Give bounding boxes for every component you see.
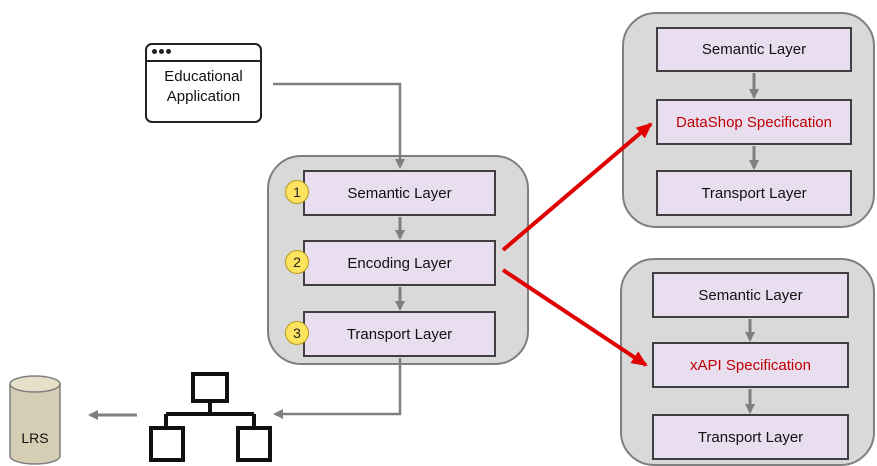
educational-application-label: Educational Application [164,68,243,105]
window-dot [159,49,164,54]
xapi-transport-layer-label: Transport Layer [697,428,804,446]
center-transport-layer-box: Transport Layer [303,311,496,357]
datashop-specification-label: DataShop Specification [676,113,832,131]
center-transport-layer-label: Transport Layer [346,325,453,343]
center-semantic-layer-label: Semantic Layer [347,184,452,202]
step-badge-1-number: 1 [293,184,301,200]
center-semantic-layer-box: Semantic Layer [303,170,496,216]
app-to-semantic-connector [273,82,405,169]
step-badge-2: 2 [285,250,309,274]
xapi-specification-label: xAPI Specification [690,356,811,374]
datashop-semantic-layer-box: Semantic Layer [656,27,852,72]
window-dot [166,49,171,54]
database-cylinder-icon [9,375,61,465]
encoding-to-xapi-arrow [501,268,648,367]
step-badge-1: 1 [285,180,309,204]
step-badge-3-number: 3 [293,325,301,341]
center-encoding-layer-label: Encoding Layer [347,254,452,272]
step-badge-2-number: 2 [293,254,301,270]
xapi-specification-box: xAPI Specification [652,342,849,388]
step-badge-3: 3 [285,321,309,345]
browser-window-titlebar [147,45,260,62]
datashop-transport-layer-label: Transport Layer [701,184,807,202]
window-dot [152,49,157,54]
datashop-specification-box: DataShop Specification [656,99,852,145]
datashop-transport-layer-box: Transport Layer [656,170,852,216]
xapi-semantic-layer-box: Semantic Layer [652,272,849,318]
transport-to-network-connector [273,358,402,419]
network-hierarchy-icon [149,372,272,462]
xapi-transport-layer-box: Transport Layer [652,414,849,460]
lrs-label: LRS [21,430,49,446]
browser-window-icon: Educational Application [145,43,262,123]
encoding-to-datashop-arrow [501,122,653,252]
datashop-semantic-layer-label: Semantic Layer [701,41,807,58]
xapi-semantic-layer-label: Semantic Layer [698,286,803,304]
center-encoding-layer-box: Encoding Layer [303,240,496,286]
